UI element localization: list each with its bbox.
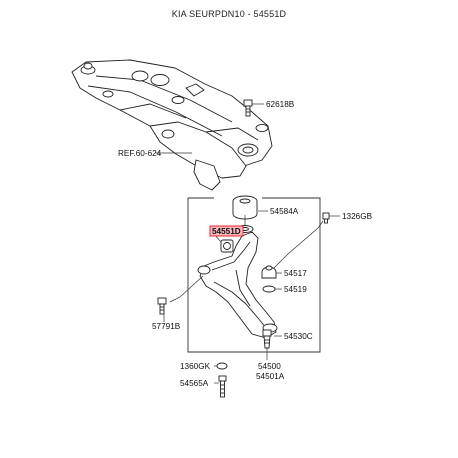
diagram-title: KIA SEURPDN10 - 54551D <box>171 9 287 19</box>
bolt-54565A-icon <box>218 375 227 398</box>
label-54517[interactable]: 54517 <box>284 269 307 278</box>
bolt-62618B-icon <box>243 99 253 117</box>
bushing-54551D-icon <box>220 239 234 253</box>
leader-lines <box>156 103 340 384</box>
label-54584A[interactable]: 54584A <box>270 207 299 216</box>
highlight-box-54551D[interactable] <box>209 225 244 237</box>
lower-control-arm <box>197 231 278 339</box>
bolt-1326GB-icon <box>322 212 330 224</box>
label-ref-60-624[interactable]: REF.60-624 <box>118 149 162 158</box>
label-54530C[interactable]: 54530C <box>284 332 313 341</box>
nut-1360GK-icon <box>216 362 228 370</box>
bolt-57791B-icon <box>157 297 167 315</box>
label-54500[interactable]: 54500 <box>258 362 281 371</box>
clip-54519-icon <box>262 285 276 293</box>
label-54565A[interactable]: 54565A <box>180 379 209 388</box>
label-57791B[interactable]: 57791B <box>152 322 181 331</box>
label-54551D[interactable]: 54551D <box>212 227 241 236</box>
ball-joint-54517-icon <box>261 265 277 279</box>
label-62618B[interactable]: 62618B <box>266 100 295 109</box>
label-54519[interactable]: 54519 <box>284 285 307 294</box>
assembly-frame <box>187 197 321 353</box>
label-1360GK[interactable]: 1360GK <box>180 362 211 371</box>
label-1326GB[interactable]: 1326GB <box>342 212 373 221</box>
label-54501A[interactable]: 54501A <box>256 372 285 381</box>
ball-joint-54530C-icon <box>262 329 272 349</box>
crossmember-subframe <box>71 59 273 191</box>
